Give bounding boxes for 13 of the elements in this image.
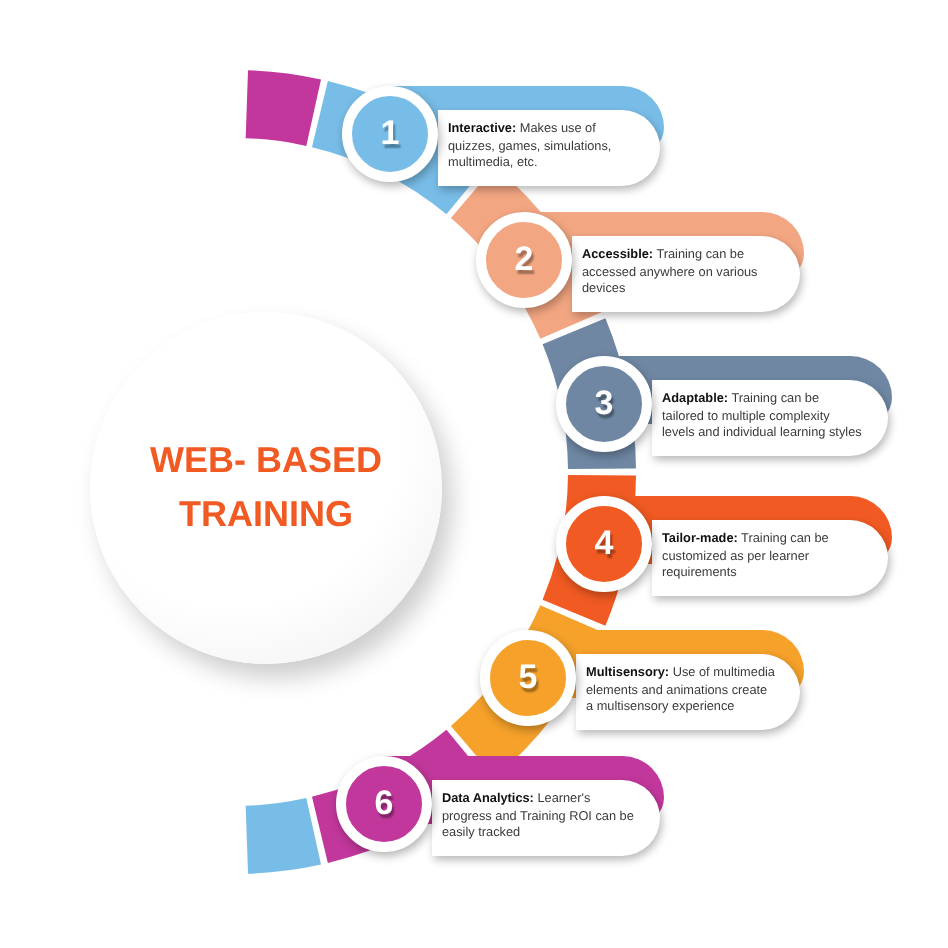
feature-card: [572, 236, 800, 312]
step-number: 2: [514, 240, 534, 280]
step-number: 6: [374, 784, 394, 824]
step-number: 4: [594, 524, 614, 564]
step-number: 5: [518, 658, 538, 698]
feature-card: [652, 520, 888, 596]
step-number: 1: [380, 114, 400, 154]
feature-card: [432, 780, 660, 856]
feature-card: [438, 110, 660, 186]
feature-card: [652, 380, 888, 456]
step-number: 3: [594, 384, 614, 424]
center-title: WEB- BASED TRAINING: [148, 438, 384, 538]
feature-card: [576, 654, 800, 730]
